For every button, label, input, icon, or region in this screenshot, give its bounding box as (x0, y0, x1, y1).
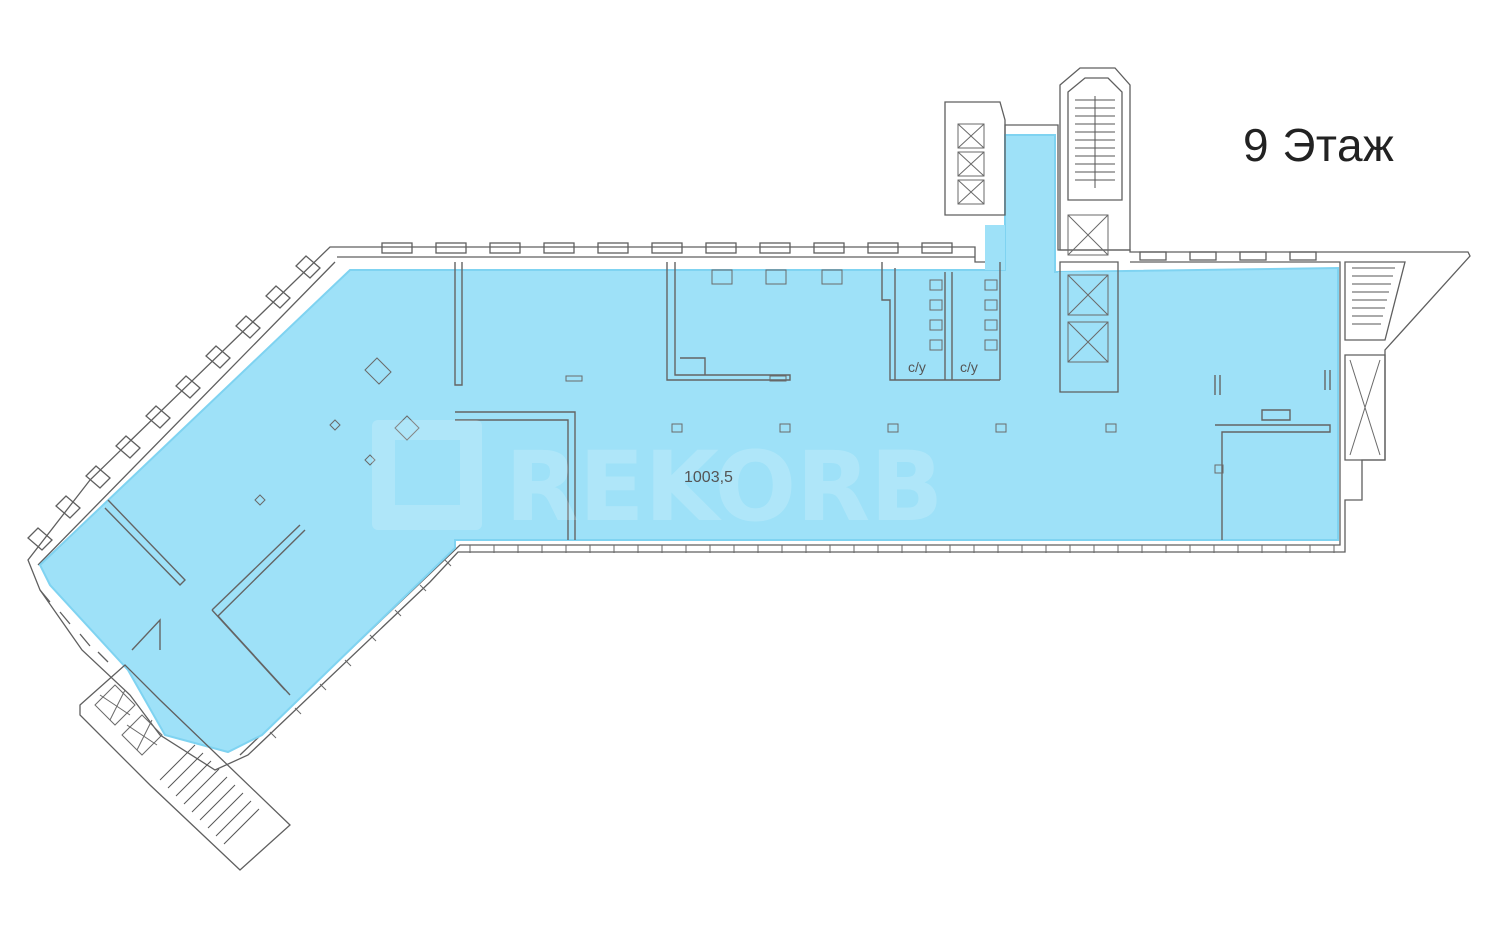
restroom-label-1: с/у (908, 359, 926, 375)
restroom-fixtures (929, 279, 998, 351)
stair-tower-north (1059, 67, 1131, 393)
area-label: 1003,5 (684, 469, 733, 486)
diagonal-window-bays (27, 255, 321, 663)
watermark-logo-mark (372, 420, 482, 530)
watermark-text: REKORB (505, 431, 943, 543)
top-window-bays (381, 242, 1317, 261)
elevator-core-north (944, 101, 1006, 216)
bottom-window-ticks (269, 545, 1335, 739)
area-lift-hall (1058, 272, 1118, 392)
floor-title: 9 Этаж (1243, 119, 1395, 171)
watermark: REKORB (372, 420, 943, 543)
core-southwest (79, 664, 291, 871)
interior-partitions (104, 262, 1331, 696)
restroom-label-2: с/у (960, 359, 978, 375)
structural-columns (254, 269, 1224, 506)
area-lobby-strip (985, 225, 1005, 270)
area-polygon (38, 134, 1339, 754)
stair-east (1344, 261, 1406, 461)
